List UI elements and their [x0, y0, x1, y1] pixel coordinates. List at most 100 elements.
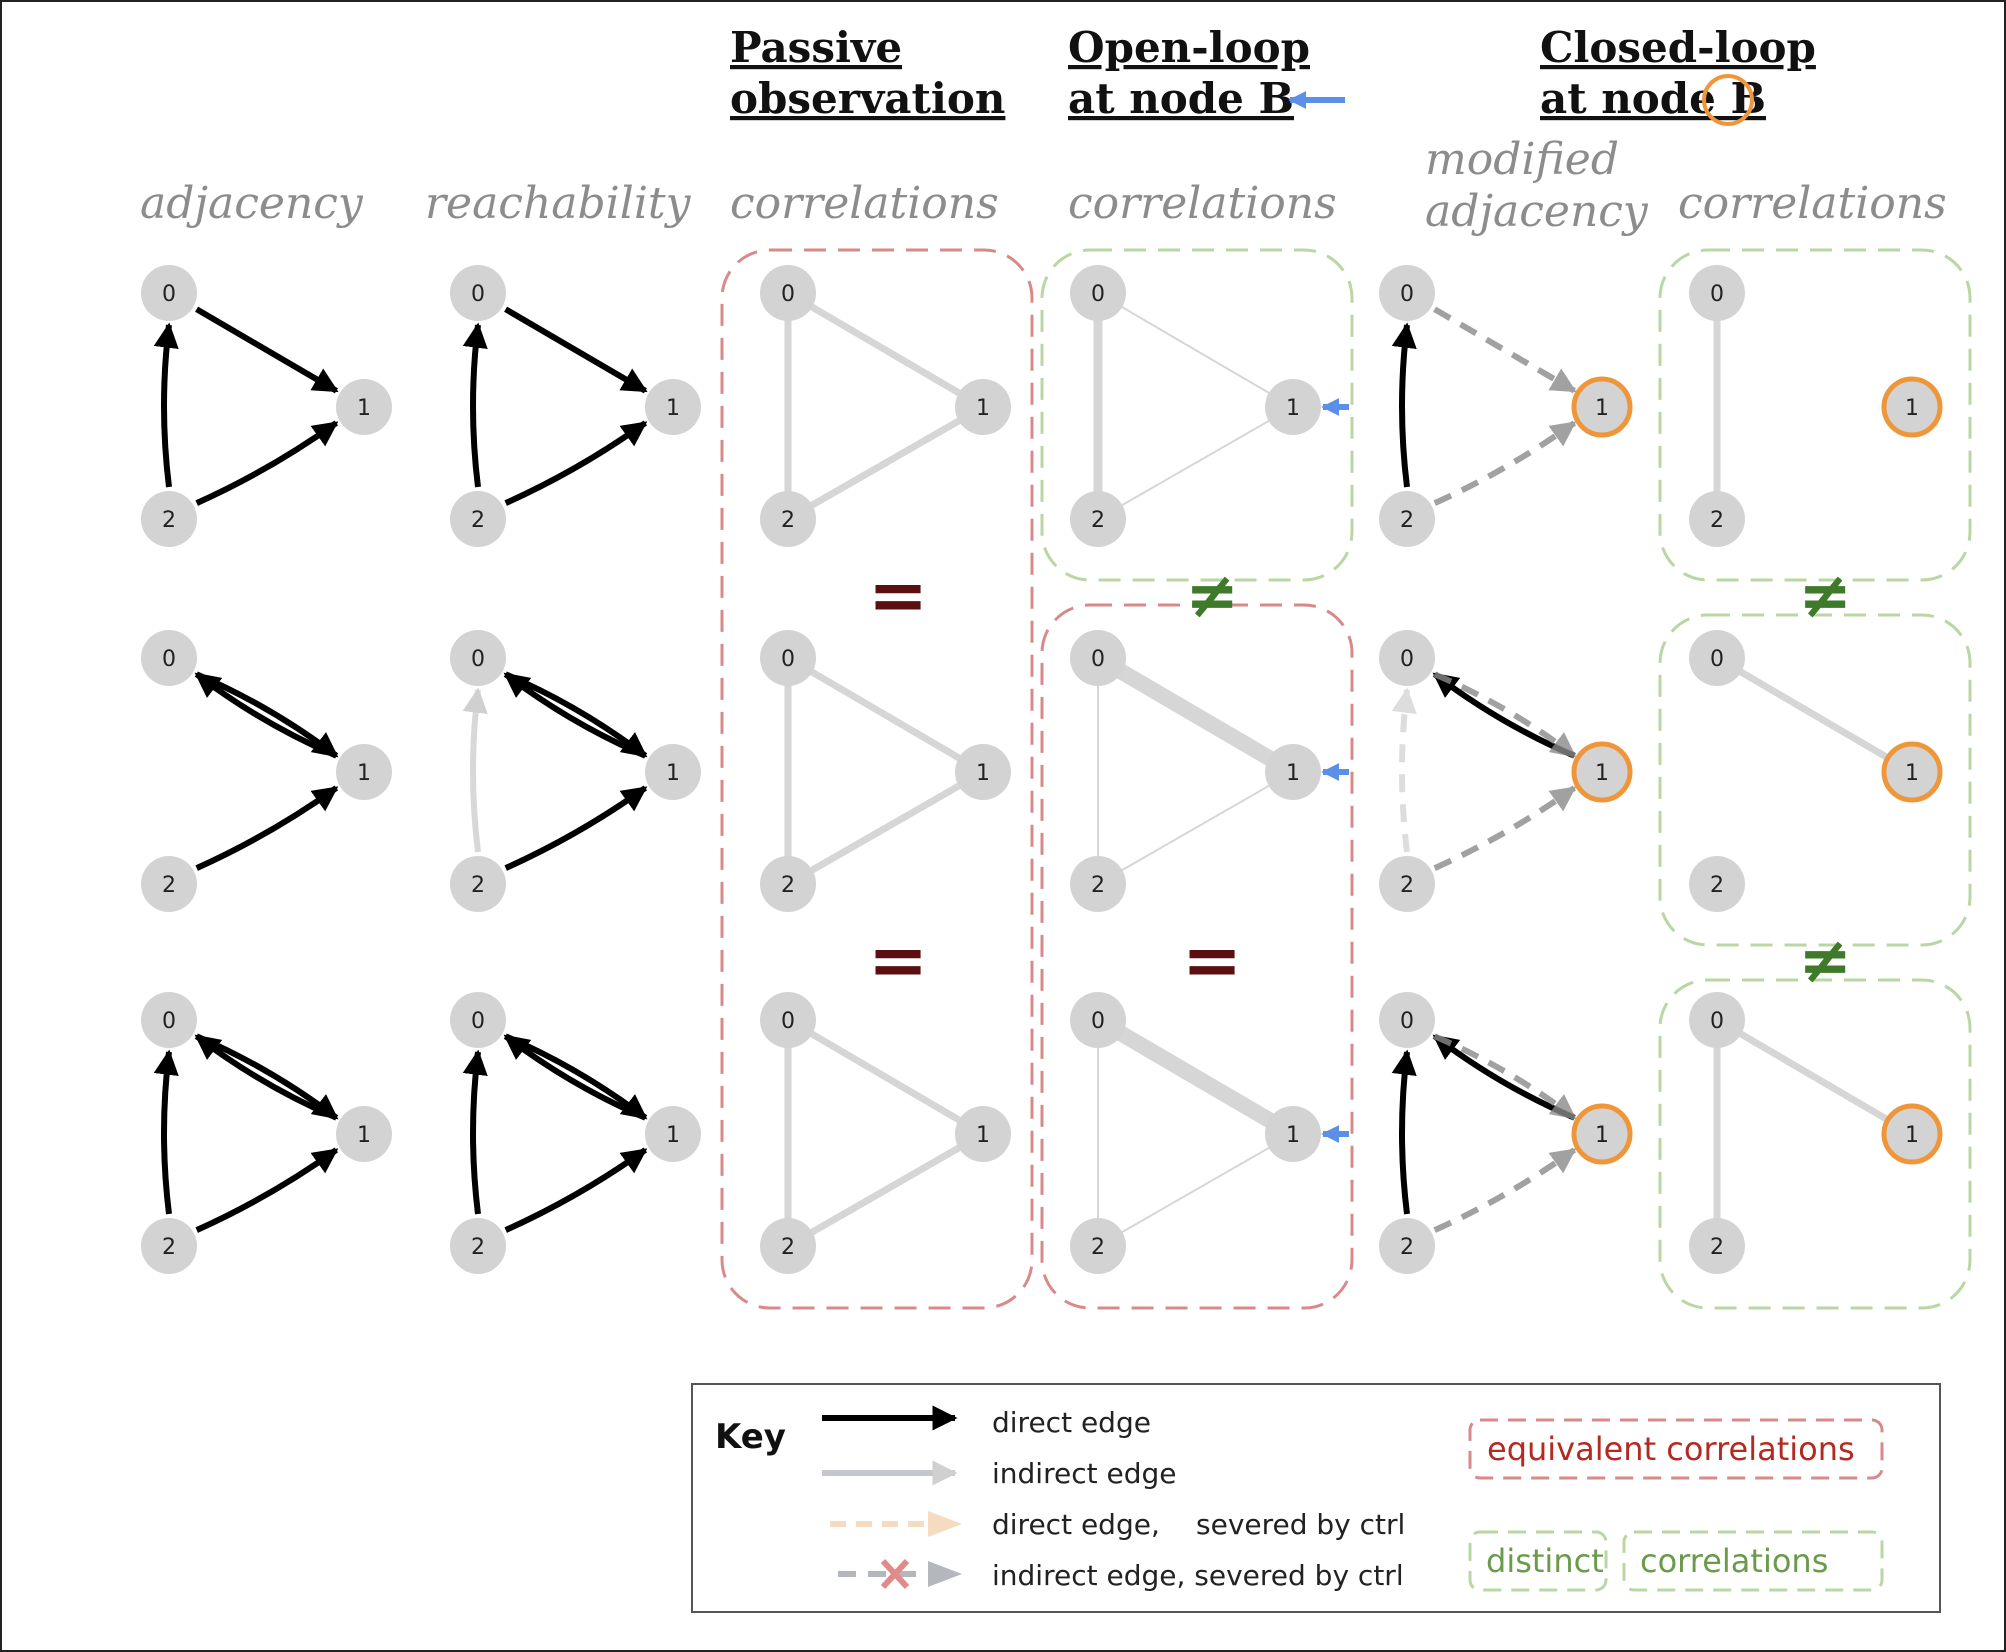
edge-2-1-c1-r2 — [504, 1147, 648, 1233]
header-passive-line1: Passive — [730, 23, 902, 72]
node-2-c3-r2 — [1070, 1218, 1126, 1274]
legend-title: Key — [715, 1417, 786, 1457]
corr-0-1-c5-r2 — [1713, 1016, 1916, 1138]
node-label-0-c3-r2: 0 — [1091, 1009, 1105, 1034]
node-label-2-c0-r1: 2 — [162, 873, 176, 898]
box-closed-row1 — [1658, 248, 1972, 582]
node-label-0-c2-r2: 0 — [781, 1009, 795, 1034]
legend-direct-label: direct edge — [992, 1406, 1151, 1439]
corr-1-2-c2-r2 — [784, 1130, 987, 1250]
node-0-c4-r1 — [1379, 630, 1435, 686]
node-0-c4-r0 — [1379, 265, 1435, 321]
node-label-0-c3-r1: 0 — [1091, 647, 1105, 672]
header-closedloop-line1: Closed-loop — [1540, 23, 1816, 72]
node-label-1-c3-r1: 1 — [1286, 761, 1300, 786]
node-label-2-c5-r2: 2 — [1710, 1235, 1724, 1260]
header-openloop-line1: Open-loop — [1068, 23, 1310, 72]
control-ring-c5-r1 — [1881, 741, 1943, 803]
node-2-c1-r1 — [450, 856, 506, 912]
node-label-1-c4-r1: 1 — [1595, 761, 1609, 786]
col-adjacency: adjacency — [140, 178, 364, 229]
node-label-1-c0-r0: 1 — [357, 396, 371, 421]
node-1-c2-r1 — [955, 744, 1011, 800]
node-label-2-c1-r0: 2 — [471, 508, 485, 533]
box-open-equivalent — [1040, 603, 1354, 1310]
control-ring-icon — [1702, 74, 1754, 126]
corr-0-1-c2-r2 — [784, 1016, 987, 1138]
node-1-c4-r1 — [1574, 744, 1630, 800]
corr-1-2-c3-r1 — [1097, 771, 1294, 885]
node-0-c5-r0 — [1689, 265, 1745, 321]
edge-1-0-c1-r2 — [503, 1033, 647, 1121]
corr-1-2-c2-r0 — [784, 403, 987, 523]
node-label-1-c4-r2: 1 — [1595, 1123, 1609, 1148]
node-label-2-c2-r0: 2 — [781, 508, 795, 533]
edge-2-1-c0-r0 — [195, 420, 339, 506]
col-modified-line2: adjacency — [1425, 186, 1649, 237]
node-label-0-c2-r0: 0 — [781, 282, 795, 307]
graph-panels: 0120120120120120120120120120120120120120… — [141, 265, 1943, 1274]
control-ring-c4-r1 — [1571, 741, 1633, 803]
edge-2-0-c0-r0 — [153, 322, 179, 488]
control-ring-c4-r0 — [1571, 376, 1633, 438]
node-label-0-c0-r0: 0 — [162, 282, 176, 307]
corr-0-1-c3-r1 — [1090, 650, 1301, 780]
node-2-c3-r0 — [1070, 491, 1126, 547]
col-correlations-passive: correlations — [730, 178, 999, 229]
legend-indirect-label: indirect edge — [992, 1457, 1176, 1490]
node-0-c1-r2 — [450, 992, 506, 1048]
node-0-c2-r0 — [760, 265, 816, 321]
node-1-c1-r1 — [645, 744, 701, 800]
node-2-c3-r1 — [1070, 856, 1126, 912]
severed-x-icon — [880, 1558, 910, 1590]
edge-2-1-severed-c4-r0 — [1433, 420, 1577, 506]
node-0-c3-r2 — [1070, 992, 1126, 1048]
edge-1-0-c0-r1 — [194, 671, 338, 759]
node-0-c3-r1 — [1070, 630, 1126, 686]
node-2-c1-r0 — [450, 491, 506, 547]
node-label-0-c1-r1: 0 — [471, 647, 485, 672]
edge-2-1-severed-c4-r1 — [1433, 785, 1577, 871]
corr-0-1-c5-r1 — [1713, 654, 1916, 776]
node-label-2-c4-r2: 2 — [1400, 1235, 1414, 1260]
node-1-c0-r0 — [336, 379, 392, 435]
node-1-c3-r0 — [1265, 379, 1321, 435]
legend: Key direct edge indirect edge direct edg… — [691, 1383, 1941, 1613]
header-openloop-line2: at node B — [1068, 74, 1294, 123]
header-passive-line2: observation — [730, 74, 1005, 123]
node-0-c4-r2 — [1379, 992, 1435, 1048]
corr-0-1-c3-r2 — [1090, 1012, 1301, 1142]
node-1-c1-r2 — [645, 1106, 701, 1162]
legend-frame — [691, 1383, 1941, 1613]
node-label-2-c1-r2: 2 — [471, 1235, 485, 1260]
col-reachability: reachability — [425, 178, 692, 229]
equal-symbol-3: = — [1182, 918, 1242, 1002]
node-2-c2-r2 — [760, 1218, 816, 1274]
edge-0-1-severed-c4-r0 — [1433, 306, 1577, 394]
edge-2-1-c1-r1 — [504, 785, 648, 871]
node-label-2-c0-r2: 2 — [162, 1235, 176, 1260]
box-passive-equivalent — [720, 248, 1034, 1310]
edge-2-0-c1-r0 — [462, 322, 488, 488]
node-label-1-c0-r2: 1 — [357, 1123, 371, 1148]
node-label-0-c3-r0: 0 — [1091, 282, 1105, 307]
node-2-c4-r0 — [1379, 491, 1435, 547]
node-0-c1-r0 — [450, 265, 506, 321]
node-0-c3-r0 — [1070, 265, 1126, 321]
not-equal-symbol-3: ≠ — [1798, 924, 1852, 998]
node-2-c2-r1 — [760, 856, 816, 912]
node-label-0-c5-r2: 0 — [1710, 1009, 1724, 1034]
node-1-c2-r2 — [955, 1106, 1011, 1162]
node-1-c5-r1 — [1884, 744, 1940, 800]
node-0-c5-r1 — [1689, 630, 1745, 686]
node-1-c4-r2 — [1574, 1106, 1630, 1162]
node-2-c4-r2 — [1379, 1218, 1435, 1274]
node-label-0-c4-r0: 0 — [1400, 282, 1414, 307]
edge-2-1-severed-c4-r2 — [1433, 1147, 1577, 1233]
node-2-c0-r1 — [141, 856, 197, 912]
edge-2-0-c0-r2 — [153, 1049, 179, 1215]
box-closed-row2 — [1658, 613, 1972, 947]
corr-1-2-c2-r1 — [784, 768, 987, 888]
node-1-c3-r1 — [1265, 744, 1321, 800]
